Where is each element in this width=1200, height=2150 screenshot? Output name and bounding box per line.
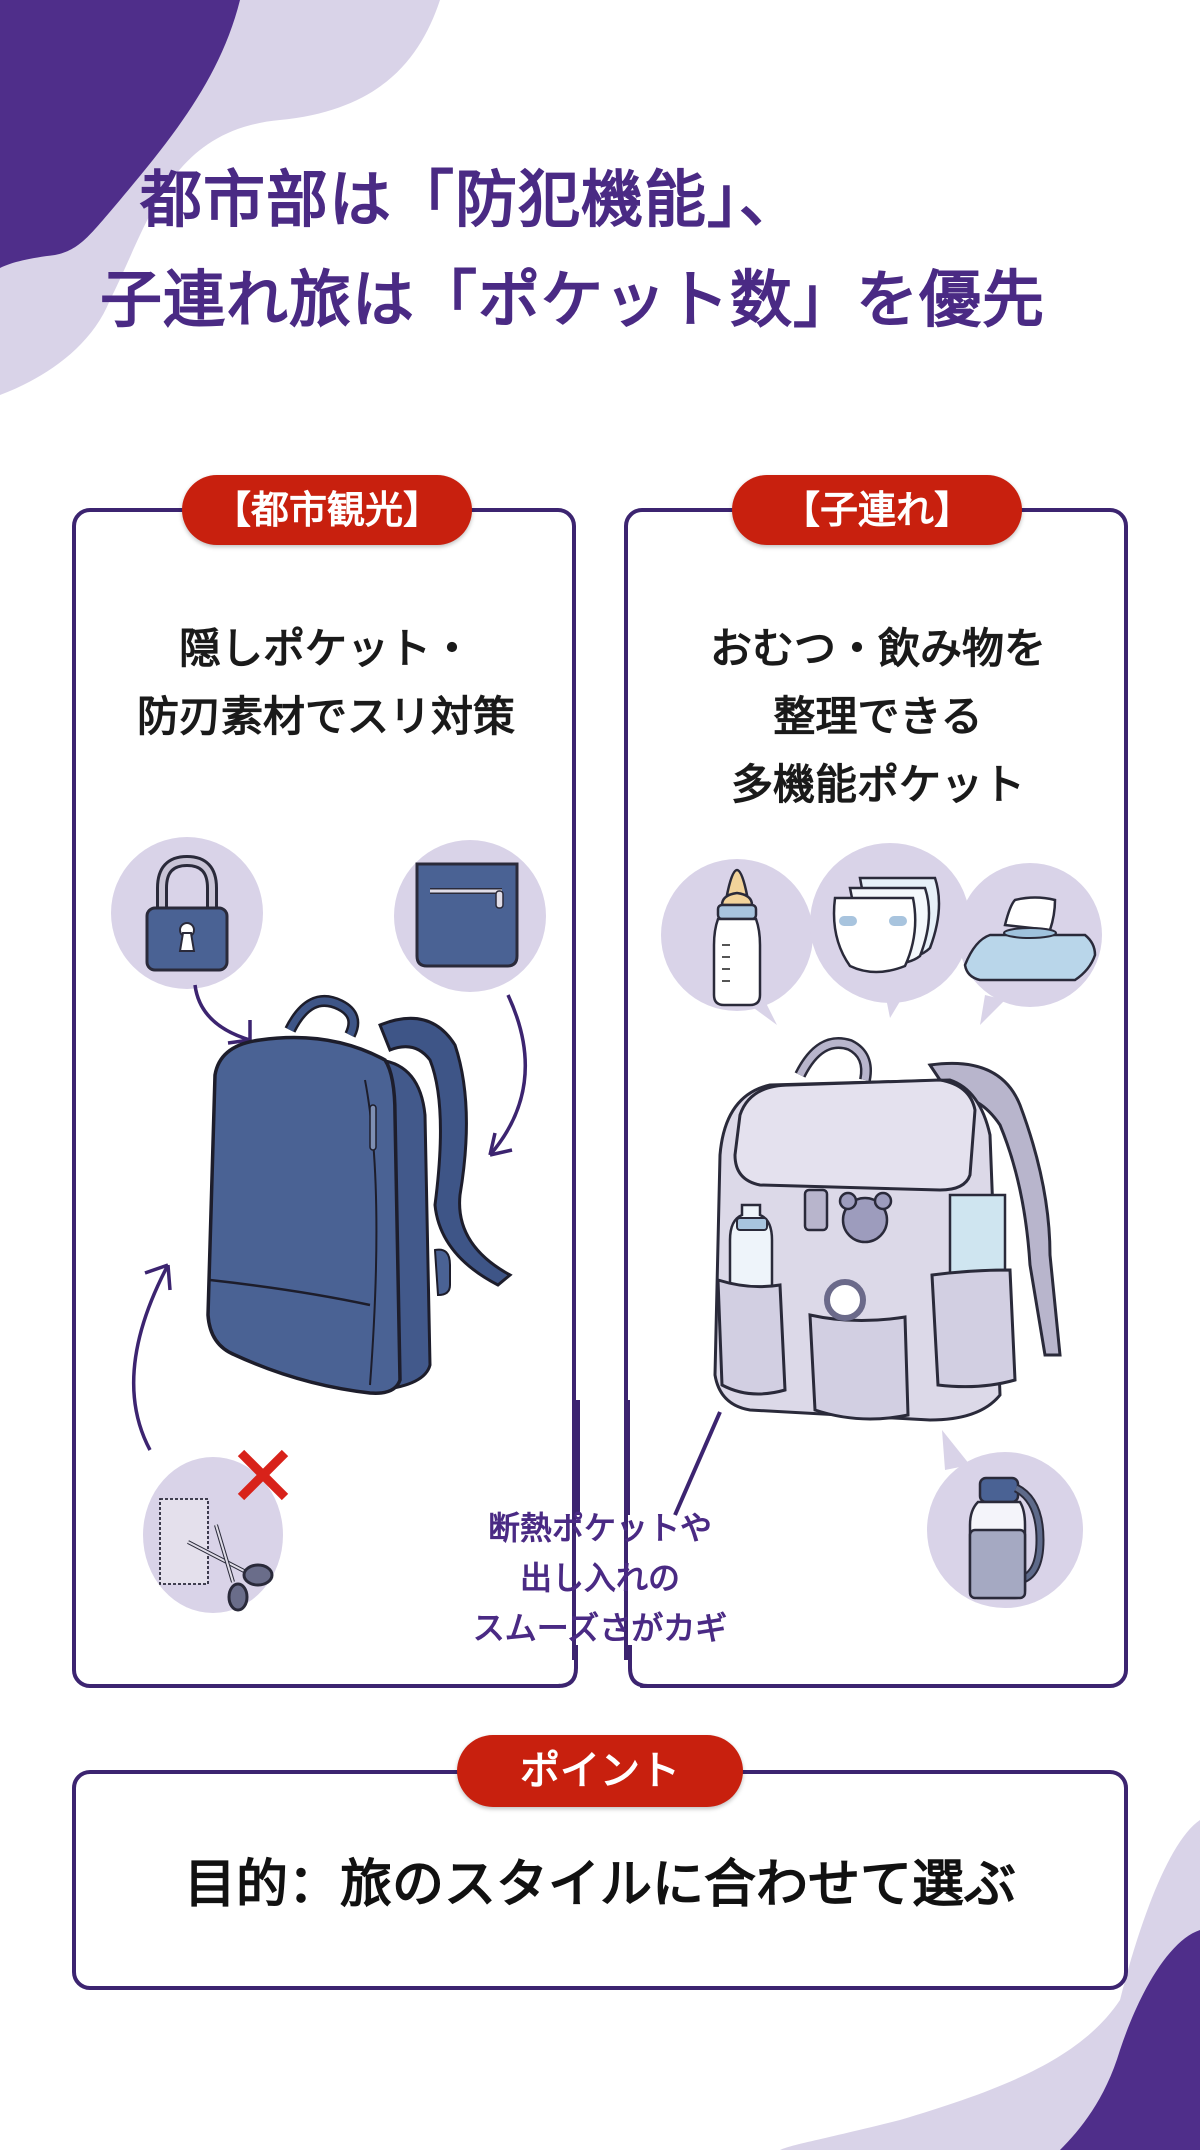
city-sightseeing-heading: 隠しポケット・ 防刃素材でスリ対策: [76, 615, 576, 751]
wet-wipes-icon: [958, 863, 1102, 1025]
diapers-icon: [810, 843, 970, 1018]
heading-line: 防刃素材でスリ対策: [136, 692, 515, 741]
diaper-backpack-illustration: [713, 1037, 1062, 1422]
family-travel-heading: おむつ・飲み物を 整理できる 多機能ポケット: [628, 615, 1128, 819]
family-travel-label: 【子連れ】: [732, 475, 1022, 545]
insulated-pocket-note: 断熱ポケットや 出し入れの スムーズさがカギ: [440, 1503, 760, 1653]
cross-mark-icon: [237, 1449, 289, 1501]
city-sightseeing-label: 【都市観光】: [182, 475, 472, 545]
lock-icon: [111, 837, 263, 989]
hidden-zip-pocket-icon: [394, 840, 546, 992]
point-text: 目的：旅のスタイルに合わせて選ぶ: [183, 1855, 1016, 1915]
bottom-right-wave-decoration: [780, 1820, 1200, 2150]
navy-backpack-illustration: [206, 995, 513, 1395]
note-line: 出し入れの: [519, 1559, 680, 1597]
note-bracket-lines: [540, 1400, 722, 1688]
page-title-line-1: 都市部は「防犯機能」、: [140, 163, 803, 236]
point-label: ポイント: [457, 1735, 743, 1807]
heading-line: 隠しポケット・: [178, 624, 473, 673]
note-line: 断熱ポケットや: [487, 1509, 712, 1547]
arrow-fabric-to-bag: [131, 1263, 172, 1451]
arrow-pocket-to-bag: [488, 994, 528, 1157]
arrow-lock-to-bag: [193, 984, 252, 1045]
heading-line: 多機能ポケット: [730, 760, 1025, 809]
insulated-bottle-icon: [927, 1430, 1083, 1608]
heading-line: 整理できる: [773, 692, 983, 741]
cut-resistant-fabric-scissors-icon: [143, 1457, 283, 1613]
page-title-line-2: 子連れ旅は「ポケット数」を優先: [100, 263, 1046, 336]
heading-line: おむつ・飲み物を: [709, 624, 1046, 673]
top-left-wave-decoration: [0, 0, 440, 395]
baby-bottle-icon: [661, 859, 813, 1025]
note-line: スムーズさがカギ: [472, 1609, 728, 1647]
